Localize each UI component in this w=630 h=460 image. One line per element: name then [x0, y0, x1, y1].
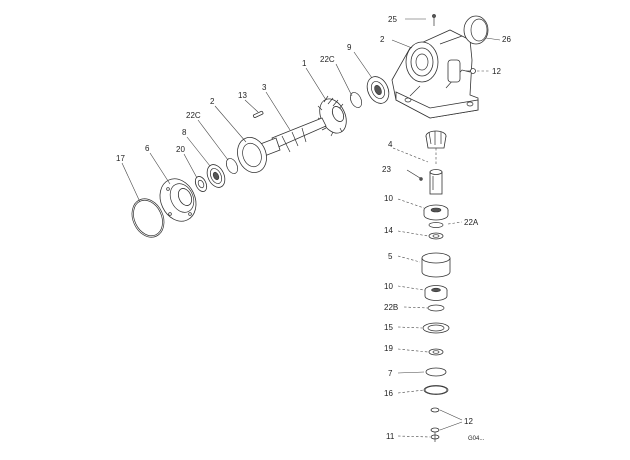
- sleeve-part-5: [421, 252, 451, 278]
- callout-16: 16: [384, 389, 393, 398]
- callout-8: 8: [182, 128, 187, 137]
- ring-part-14: [428, 232, 444, 240]
- gasket-part-16: [423, 385, 449, 395]
- callout-25: 25: [388, 15, 397, 24]
- drawing-number: G04...: [468, 436, 485, 442]
- bevel-pinion: [425, 130, 447, 149]
- snap-ring-part-22a: [428, 222, 444, 228]
- bolt-part-12-top: [466, 68, 476, 74]
- callout-7: 7: [388, 369, 393, 378]
- callout-1: 1: [302, 59, 307, 68]
- callout-19: 19: [384, 344, 393, 353]
- bevel-gear-part-1: [317, 95, 347, 137]
- seal-part-15: [422, 322, 450, 334]
- callout-22b: 22B: [384, 303, 398, 312]
- seal-part-2-left: [237, 137, 267, 173]
- bearing-part-10-bottom: [424, 285, 448, 301]
- fitting-part-23: [406, 169, 423, 181]
- callout-10-bottom: 10: [384, 282, 393, 291]
- callout-13: 13: [238, 91, 247, 100]
- gearbox-housing: [391, 29, 479, 119]
- callout-3: 3: [262, 83, 267, 92]
- callout-12-top: 12: [492, 67, 501, 76]
- snap-ring-part-22c-left: [225, 158, 239, 174]
- gasket-part-17: [131, 198, 165, 238]
- callout-2-top: 2: [380, 35, 385, 44]
- callout-15: 15: [384, 323, 393, 332]
- spacer-part-20: [194, 176, 208, 192]
- plate-part-7: [425, 367, 447, 377]
- callout-5: 5: [388, 252, 393, 261]
- callout-22c-left: 22C: [186, 111, 201, 120]
- bearing-part-9-top: [366, 76, 390, 104]
- callout-22c-top: 22C: [320, 55, 335, 64]
- leader-lines: [121, 18, 501, 438]
- callout-14: 14: [384, 226, 393, 235]
- screw-part-25: [432, 14, 436, 26]
- cap-part-26: [463, 15, 489, 45]
- washer-part-19: [428, 348, 444, 356]
- callout-20: 20: [176, 145, 185, 154]
- key-part-13: [252, 110, 264, 118]
- callout-labels: 25 2 26 22C 9 12 1 3 13 2 22C 8 20 6 17 …: [116, 15, 511, 442]
- bearing-part-8: [206, 164, 226, 188]
- callout-4: 4: [388, 140, 393, 149]
- callout-6: 6: [145, 144, 150, 153]
- callout-26: 26: [502, 35, 511, 44]
- callout-23: 23: [382, 165, 391, 174]
- bearing-part-10-top: [423, 204, 449, 221]
- callout-2-left: 2: [210, 97, 215, 106]
- callout-11: 11: [386, 432, 395, 441]
- snap-ring-part-22b: [427, 304, 445, 312]
- callout-9-top: 9: [347, 43, 352, 52]
- callout-17: 17: [116, 154, 125, 163]
- output-shaft: [429, 169, 443, 195]
- snap-ring-part-22c-top: [349, 92, 363, 108]
- callout-12-bottom: 12: [464, 417, 473, 426]
- callout-22a: 22A: [464, 218, 479, 227]
- callout-10-top: 10: [384, 194, 393, 203]
- washer-part-12-bottom: [430, 407, 440, 433]
- cover-part-6: [159, 178, 197, 222]
- nut-part-11: [430, 432, 440, 442]
